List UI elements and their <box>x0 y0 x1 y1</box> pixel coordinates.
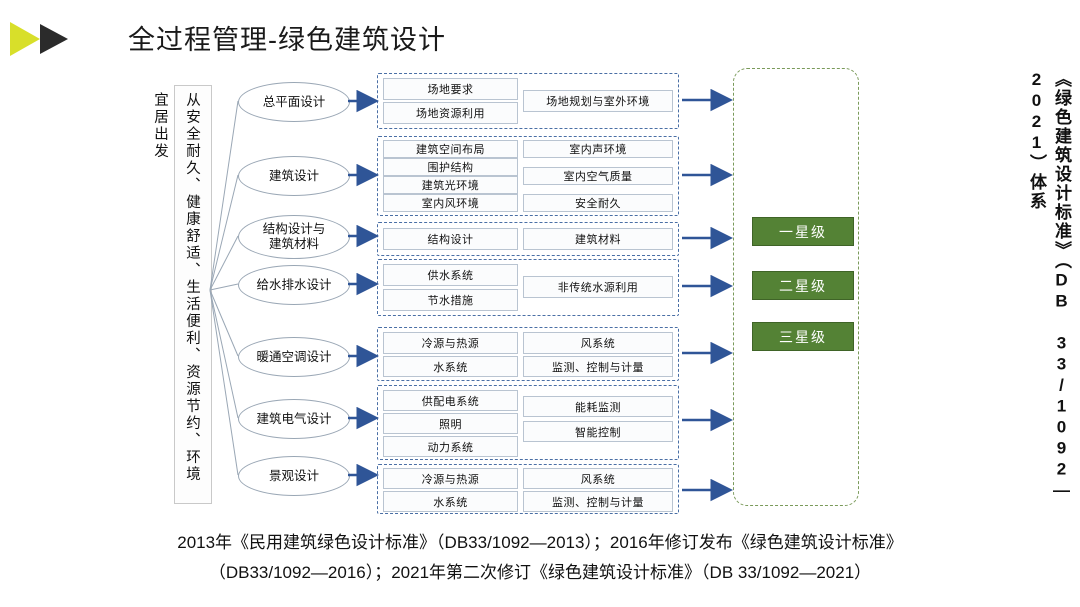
star-level-label: 一星级 <box>779 223 827 240</box>
item-pill[interactable]: 照明 <box>383 413 518 434</box>
star-level-label: 二星级 <box>779 277 827 294</box>
left-vertical-label: 从安全耐久、健康舒适、生活便利、资源节约、环境宜居出发 <box>152 92 200 483</box>
item-pill[interactable]: 监测、控制与计量 <box>523 491 673 512</box>
item-pill[interactable]: 监测、控制与计量 <box>523 356 673 377</box>
item-pill[interactable]: 围护结构 <box>383 158 518 176</box>
category-label: 给水排水设计 <box>256 277 332 292</box>
item-pill[interactable]: 能耗监测 <box>523 396 673 417</box>
item-pill[interactable]: 室内风环境 <box>383 194 518 212</box>
category-label: 建筑设计 <box>268 168 319 183</box>
item-pill[interactable]: 安全耐久 <box>523 194 673 212</box>
item-pill[interactable]: 建筑空间布局 <box>383 140 518 158</box>
left-vertical-band <box>174 85 212 504</box>
category-node-site-plan[interactable]: 总平面设计 <box>238 82 350 122</box>
item-pill[interactable]: 水系统 <box>383 491 518 512</box>
item-pill[interactable]: 供水系统 <box>383 264 518 286</box>
play-marker-inner-triangle <box>40 24 68 54</box>
category-label: 建筑电气设计 <box>256 411 332 426</box>
right-vertical-label: 《绿色建筑设计标准》（DB 33/1092—2021）体系 <box>1027 70 1071 502</box>
category-label: 总平面设计 <box>262 94 326 109</box>
item-pill[interactable]: 智能控制 <box>523 421 673 442</box>
item-pill[interactable]: 建筑光环境 <box>383 176 518 194</box>
item-pill[interactable]: 室内空气质量 <box>523 167 673 185</box>
star-level-three[interactable]: 三星级 <box>752 322 854 351</box>
item-pill[interactable]: 动力系统 <box>383 436 518 457</box>
item-pill[interactable]: 节水措施 <box>383 289 518 311</box>
item-pill[interactable]: 供配电系统 <box>383 390 518 411</box>
category-label: 结构设计与 建筑材料 <box>262 222 326 251</box>
footer-line-2: （DB33/1092—2016）；2021年第二次修订《绿色建筑设计标准》（DB… <box>208 563 872 582</box>
page-title: 全过程管理-绿色建筑设计 <box>128 25 446 55</box>
star-level-two[interactable]: 二星级 <box>752 271 854 300</box>
category-label: 景观设计 <box>268 468 319 483</box>
item-pill[interactable]: 场地资源利用 <box>383 102 518 124</box>
star-level-one[interactable]: 一星级 <box>752 217 854 246</box>
item-pill[interactable]: 场地规划与室外环境 <box>523 90 673 112</box>
item-pill[interactable]: 建筑材料 <box>523 228 673 250</box>
item-pill[interactable]: 风系统 <box>523 332 673 354</box>
item-pill[interactable]: 室内声环境 <box>523 140 673 158</box>
item-pill[interactable]: 冷源与热源 <box>383 332 518 354</box>
play-marker-icon <box>10 22 72 56</box>
item-pill[interactable]: 非传统水源利用 <box>523 276 673 298</box>
category-node-structure[interactable]: 结构设计与 建筑材料 <box>238 215 350 259</box>
category-node-landscape[interactable]: 景观设计 <box>238 456 350 496</box>
category-node-electrical[interactable]: 建筑电气设计 <box>238 399 350 439</box>
category-label: 暖通空调设计 <box>256 349 332 364</box>
category-node-water[interactable]: 给水排水设计 <box>238 265 350 305</box>
item-pill[interactable]: 冷源与热源 <box>383 468 518 489</box>
item-pill[interactable]: 风系统 <box>523 468 673 489</box>
play-marker-outer-triangle <box>10 22 40 56</box>
item-pill[interactable]: 水系统 <box>383 356 518 377</box>
footer-note: 2013年《民用建筑绿色设计标准》（DB33/1092—2013）；2016年修… <box>0 528 1080 588</box>
footer-line-1: 2013年《民用建筑绿色设计标准》（DB33/1092—2013）；2016年修… <box>177 533 903 552</box>
category-node-hvac[interactable]: 暖通空调设计 <box>238 337 350 377</box>
category-node-architecture[interactable]: 建筑设计 <box>238 156 350 196</box>
item-pill[interactable]: 结构设计 <box>383 228 518 250</box>
star-level-label: 三星级 <box>779 328 827 345</box>
item-pill[interactable]: 场地要求 <box>383 78 518 100</box>
